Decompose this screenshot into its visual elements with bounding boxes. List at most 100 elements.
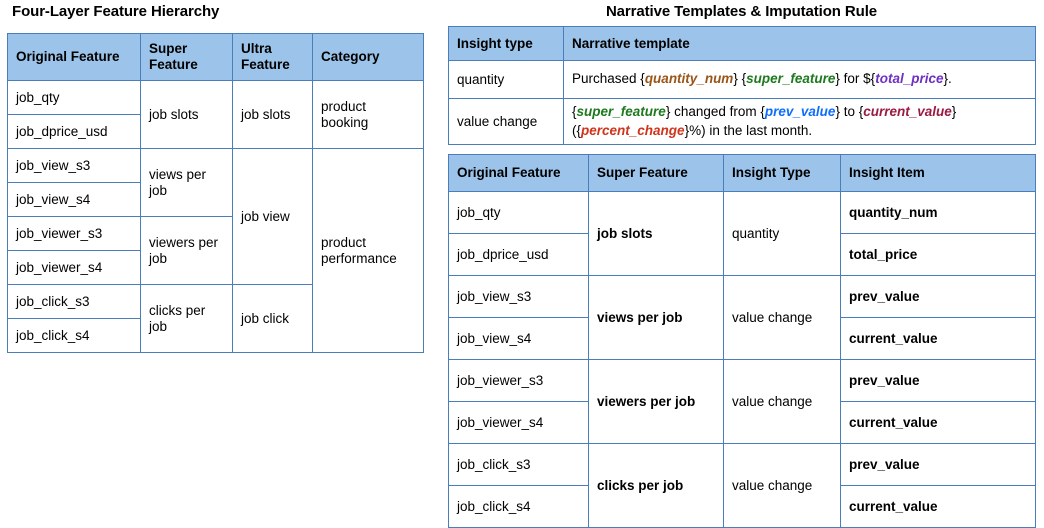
- mapping-header-row: Original Feature Super Feature Insight T…: [448, 154, 1036, 193]
- table-row: job_viewer_s4: [7, 250, 424, 285]
- cell-map-insight-item-quantity_num: quantity_num: [840, 191, 1036, 235]
- column-header-map-insight-item: Insight Item: [840, 154, 1036, 193]
- cell-map-original-feature: job_view_s3: [448, 275, 589, 319]
- cell-insight-type: value change: [448, 97, 564, 146]
- cell-map-insight-type: quantity: [723, 191, 841, 277]
- cell-original-feature: job_qty: [7, 80, 141, 115]
- template-text: {: [572, 104, 577, 119]
- cell-super-feature: job slots: [140, 80, 233, 149]
- template-text: } for ${: [835, 71, 876, 87]
- cell-map-original-feature: job_dprice_usd: [448, 233, 589, 277]
- template-text: } {: [733, 71, 747, 87]
- column-header-original-feature: Original Feature: [7, 33, 141, 81]
- cell-map-original-feature: job_viewer_s3: [448, 359, 589, 403]
- cell-map-insight-type: value change: [723, 359, 841, 445]
- cell-ultra-feature: job click: [232, 284, 313, 353]
- cell-super-feature: clicks per job: [140, 284, 233, 353]
- page-title-left: Four-Layer Feature Hierarchy: [12, 3, 220, 20]
- template-variable-percent_change: percent_change: [581, 122, 685, 138]
- page-title-right: Narrative Templates & Imputation Rule: [605, 3, 878, 20]
- template-text: }.: [943, 71, 952, 87]
- cell-map-insight-item-current_value: current_value: [840, 485, 1036, 528]
- cell-original-feature: job_view_s4: [7, 182, 141, 217]
- template-variable-current_value: current_value: [863, 104, 952, 119]
- template-variable-total_price: total_price: [875, 71, 944, 87]
- cell-map-super-feature: clicks per job: [588, 443, 724, 528]
- cell-insight-type: quantity: [448, 60, 564, 99]
- template-text: } ({: [572, 104, 957, 138]
- cell-original-feature: job_view_s3: [7, 148, 141, 183]
- cell-map-original-feature: job_viewer_s4: [448, 401, 589, 445]
- cell-original-feature: job_viewer_s4: [7, 250, 141, 285]
- table-row: job_view_s4: [7, 182, 424, 217]
- column-header-ultra-feature: Ultra Feature: [232, 33, 313, 81]
- template-text: } changed from {: [665, 104, 765, 119]
- cell-map-insight-item-prev_value: prev_value: [840, 443, 1036, 487]
- hierarchy-header-row: Original Feature Super Feature Ultra Fea…: [7, 33, 424, 81]
- template-text: Purchased {: [572, 71, 645, 87]
- cell-map-insight-item-current_value: current_value: [840, 401, 1036, 445]
- cell-map-original-feature: job_qty: [448, 191, 589, 235]
- template-variable-prev_value: prev_value: [764, 104, 836, 119]
- template-text: } to: [835, 104, 859, 119]
- template-text: }%) in the last month.: [684, 122, 813, 138]
- cell-ultra-feature: job slots: [232, 80, 313, 149]
- template-variable-super_feature: super_feature: [576, 104, 666, 119]
- cell-map-super-feature: views per job: [588, 275, 724, 361]
- column-header-narrative-template: Narrative template: [563, 26, 1036, 61]
- cell-original-feature: job_click_s4: [7, 318, 141, 353]
- cell-super-feature: viewers per job: [140, 216, 233, 285]
- column-header-category: Category: [312, 33, 424, 81]
- cell-map-insight-item-prev_value: prev_value: [840, 275, 1036, 319]
- template-variable-quantity_num: quantity_num: [644, 71, 734, 87]
- cell-map-insight-item-prev_value: prev_value: [840, 359, 1036, 403]
- template-variable-super_feature: super_feature: [746, 71, 836, 87]
- table-row: job_dprice_usd total_price: [448, 233, 1036, 277]
- table-row: job_click_s4: [7, 318, 424, 353]
- cell-map-super-feature: viewers per job: [588, 359, 724, 445]
- cell-map-insight-type: value change: [723, 443, 841, 528]
- cell-map-super-feature: job slots: [588, 191, 724, 277]
- cell-narrative-template: {super_feature} changed from {prev_value…: [563, 97, 1036, 146]
- column-header-map-super-feature: Super Feature: [588, 154, 724, 193]
- cell-narrative-template: Purchased {quantity_num} {super_feature}…: [563, 60, 1036, 99]
- cell-map-original-feature: job_click_s3: [448, 443, 589, 487]
- table-row: value change{super_feature} changed from…: [448, 97, 1036, 146]
- table-row: job_dprice_usd: [7, 114, 424, 149]
- cell-map-original-feature: job_view_s4: [448, 317, 589, 361]
- cell-map-original-feature: job_click_s4: [448, 485, 589, 528]
- cell-map-insight-type: value change: [723, 275, 841, 361]
- column-header-super-feature: Super Feature: [140, 33, 233, 81]
- cell-map-insight-item-total_price: total_price: [840, 233, 1036, 277]
- cell-original-feature: job_click_s3: [7, 284, 141, 319]
- column-header-map-original-feature: Original Feature: [448, 154, 589, 193]
- narrative-header-row: Insight type Narrative template: [448, 26, 1036, 61]
- cell-category: product performance: [312, 148, 424, 353]
- feature-hierarchy-panel: Four-Layer Feature Hierarchy Original Fe…: [7, 3, 424, 353]
- cell-super-feature: views per job: [140, 148, 233, 217]
- cell-original-feature: job_viewer_s3: [7, 216, 141, 251]
- feature-hierarchy-table: Original Feature Super Feature Ultra Fea…: [7, 33, 424, 353]
- feature-mapping-table: Original Feature Super Feature Insight T…: [448, 154, 1036, 528]
- column-header-map-insight-type: Insight Type: [723, 154, 841, 193]
- column-header-insight-type: Insight type: [448, 26, 564, 61]
- cell-category: product booking: [312, 80, 424, 149]
- narrative-panel: Narrative Templates & Imputation Rule In…: [448, 3, 1036, 528]
- template-text: {: [858, 104, 864, 119]
- cell-ultra-feature: job view: [232, 148, 313, 285]
- narrative-templates-table: Insight type Narrative template quantity…: [448, 26, 1036, 146]
- cell-original-feature: job_dprice_usd: [7, 114, 141, 149]
